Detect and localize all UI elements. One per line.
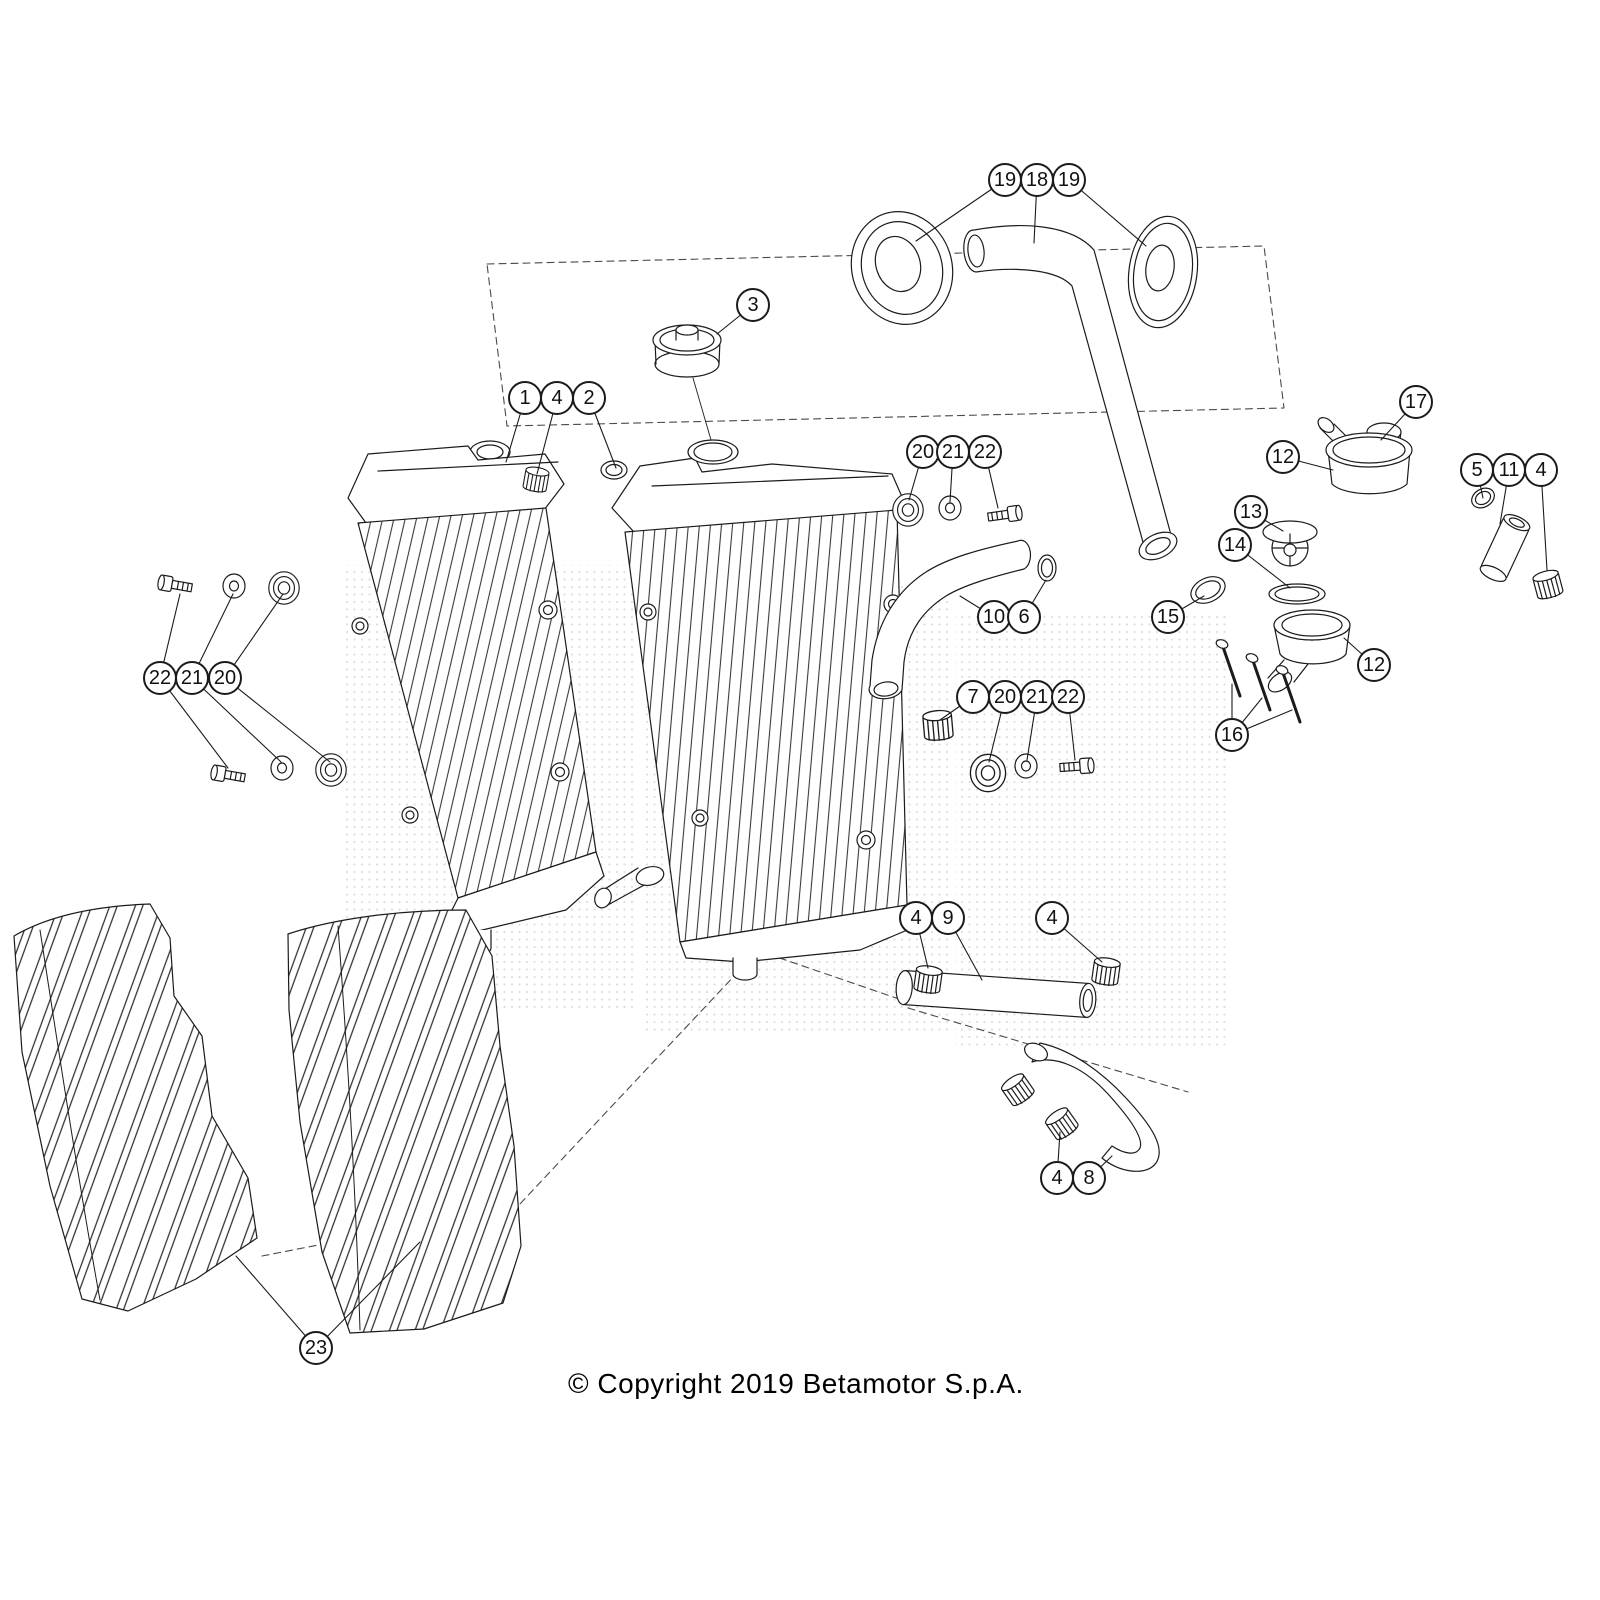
coolant-hose-elbow bbox=[868, 539, 1032, 700]
callout-12: 12 bbox=[1266, 440, 1300, 474]
callout-21: 21 bbox=[1020, 680, 1054, 714]
copyright-text: © Copyright 2019 Betamotor S.p.A. bbox=[568, 1368, 1024, 1399]
callout-22: 22 bbox=[1051, 680, 1085, 714]
right-radiator bbox=[600, 439, 913, 981]
callout-1: 1 bbox=[508, 381, 542, 415]
rubber-grommet bbox=[892, 493, 924, 527]
callout-20: 20 bbox=[906, 435, 940, 469]
thermostat-cap bbox=[1317, 417, 1413, 495]
hose-clamp bbox=[998, 1070, 1037, 1109]
rubber-grommet bbox=[969, 753, 1007, 793]
callout-leader-line bbox=[915, 179, 1006, 242]
callout-5: 5 bbox=[1460, 453, 1494, 487]
radiator-outlet-elbow bbox=[594, 865, 665, 909]
callout-9: 9 bbox=[931, 901, 965, 935]
hose-clamp bbox=[912, 963, 944, 996]
callout-20: 20 bbox=[208, 661, 242, 695]
washer bbox=[222, 573, 246, 599]
callout-19: 19 bbox=[988, 163, 1022, 197]
callout-15: 15 bbox=[1151, 600, 1185, 634]
filler-disc bbox=[1127, 215, 1199, 329]
callout-10: 10 bbox=[977, 600, 1011, 634]
filler-neck bbox=[687, 439, 739, 465]
washer bbox=[1014, 753, 1038, 779]
callout-leader-line bbox=[191, 677, 282, 763]
thermostat-housing bbox=[1267, 609, 1351, 693]
callout-18: 18 bbox=[1020, 163, 1054, 197]
callout-leader-line bbox=[235, 1255, 317, 1349]
washer bbox=[270, 755, 294, 781]
radiator-guard-right bbox=[287, 909, 522, 1334]
thermostat-gasket bbox=[1268, 583, 1326, 605]
filler-tube bbox=[963, 225, 1178, 561]
thermostat bbox=[1262, 520, 1318, 567]
left-radiator bbox=[347, 440, 605, 956]
callout-23: 23 bbox=[299, 1331, 333, 1365]
callout-4: 4 bbox=[1035, 901, 1069, 935]
coolant-hose-s bbox=[1024, 1042, 1160, 1172]
callout-leader-line bbox=[224, 677, 331, 763]
hose-clamp bbox=[1090, 955, 1122, 988]
callout-22: 22 bbox=[143, 661, 177, 695]
callout-leader-line bbox=[315, 1241, 421, 1349]
callout-22: 22 bbox=[968, 435, 1002, 469]
callout-leader-line bbox=[159, 677, 229, 769]
rubber-grommet bbox=[268, 571, 300, 605]
callout-6: 6 bbox=[1007, 600, 1041, 634]
housing-clamp bbox=[1190, 576, 1226, 604]
hose-clamp bbox=[1531, 567, 1565, 602]
callout-4: 4 bbox=[1040, 1161, 1074, 1195]
radiator-cap bbox=[652, 324, 722, 441]
rubber-grommet bbox=[315, 753, 347, 787]
callout-21: 21 bbox=[175, 661, 209, 695]
hose-clamp-ring bbox=[1037, 554, 1057, 582]
callout-2: 2 bbox=[572, 381, 606, 415]
callout-20: 20 bbox=[988, 680, 1022, 714]
callout-16: 16 bbox=[1215, 718, 1249, 752]
housing-screws bbox=[1215, 639, 1302, 724]
callout-17: 17 bbox=[1399, 385, 1433, 419]
callout-4: 4 bbox=[1524, 453, 1558, 487]
callout-3: 3 bbox=[736, 288, 770, 322]
callout-4: 4 bbox=[540, 381, 574, 415]
hose-clamp bbox=[1042, 1104, 1081, 1143]
callout-8: 8 bbox=[1072, 1161, 1106, 1195]
coolant-tube bbox=[895, 970, 1097, 1018]
callout-4: 4 bbox=[899, 901, 933, 935]
callout-11: 11 bbox=[1492, 453, 1526, 487]
callout-12: 12 bbox=[1357, 648, 1391, 682]
hose-clamp bbox=[521, 465, 551, 495]
callout-7: 7 bbox=[956, 680, 990, 714]
callout-14: 14 bbox=[1218, 528, 1252, 562]
callout-13: 13 bbox=[1234, 495, 1268, 529]
connector-tube bbox=[1479, 513, 1531, 583]
radiator-guard-left bbox=[13, 903, 258, 1312]
callout-21: 21 bbox=[936, 435, 970, 469]
callout-19: 19 bbox=[1052, 163, 1086, 197]
mounting-bolt bbox=[986, 504, 1024, 526]
filler-funnel bbox=[850, 211, 954, 325]
mounting-bolt bbox=[156, 573, 194, 596]
